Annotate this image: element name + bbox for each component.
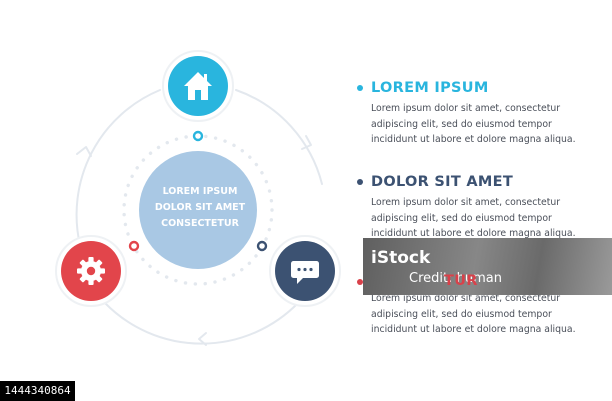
list-item-1: LOREM IPSUM Lorem ipsum dolor sit amet, … <box>357 79 607 148</box>
watermark-credit: Credit: human <box>409 271 502 286</box>
center-label: LOREM IPSUM DOLOR SIT AMET CONSECTETUR <box>140 184 260 232</box>
item-2-line-3: incididunt ut labore et dolore magna ali… <box>371 228 576 239</box>
item-3-description: Lorem ipsum dolor sit amet, consectetur … <box>371 291 607 338</box>
chat-bubble-icon <box>291 261 319 284</box>
item-2-line-1: Lorem ipsum dolor sit amet, consectetur <box>371 197 561 208</box>
ring-arrow-right <box>301 135 312 150</box>
ring-arrow-bottom <box>198 332 207 346</box>
ring-arc-bottom <box>104 302 299 345</box>
item-3-line-3: incididunt ut labore et dolore magna ali… <box>371 324 576 335</box>
item-3-bullet <box>357 279 363 285</box>
item-1-line-3: incididunt ut labore et dolore magna ali… <box>371 134 576 145</box>
item-1-line-1: Lorem ipsum dolor sit amet, consectetur <box>371 103 561 114</box>
item-2-description: Lorem ipsum dolor sit amet, consectetur … <box>371 195 607 242</box>
ring-arc-top-right <box>235 89 323 185</box>
gear-icon <box>77 257 105 285</box>
item-3-title-visible: TUR <box>444 273 478 289</box>
item-1-title: LOREM IPSUM <box>371 80 489 96</box>
item-1-title-row: LOREM IPSUM <box>357 79 607 97</box>
item-2-line-2: adipiscing elit, sed do eiusmod tempor <box>371 212 552 224</box>
home-icon <box>184 72 212 100</box>
item-2-bullet <box>357 179 363 185</box>
watermark-brand: iStock <box>371 248 431 268</box>
connector-dot-top <box>192 130 204 142</box>
item-1-description: Lorem ipsum dolor sit amet, consectetur … <box>371 101 607 148</box>
center-label-line-3: CONSECTETUR <box>161 218 239 229</box>
ring-arrow-left <box>76 146 92 157</box>
item-3-line-2: adipiscing elit, sed do eiusmod tempor <box>371 308 552 320</box>
watermark-banner: iStock Credit: human <box>363 238 612 295</box>
item-3-line-1: Lorem ipsum dolor sit amet, consectetur <box>371 293 561 304</box>
item-2-title: DOLOR SIT AMET <box>371 174 514 190</box>
connector-dot-left <box>128 240 140 252</box>
stock-id-label: 1444340864 <box>0 381 75 401</box>
center-label-line-1: LOREM IPSUM <box>162 186 238 197</box>
center-label-line-2: DOLOR SIT AMET <box>154 202 246 213</box>
item-1-bullet <box>357 85 363 91</box>
item-1-line-2: adipiscing elit, sed do eiusmod tempor <box>371 118 552 130</box>
list-item-2: DOLOR SIT AMET Lorem ipsum dolor sit ame… <box>357 173 607 242</box>
ring-arc-left <box>75 89 161 246</box>
item-2-title-row: DOLOR SIT AMET <box>357 173 607 191</box>
center-circle <box>139 151 257 269</box>
list-item-3: Lorem ipsum dolor sit amet, consectetur … <box>357 291 607 338</box>
connector-dot-right <box>256 240 268 252</box>
